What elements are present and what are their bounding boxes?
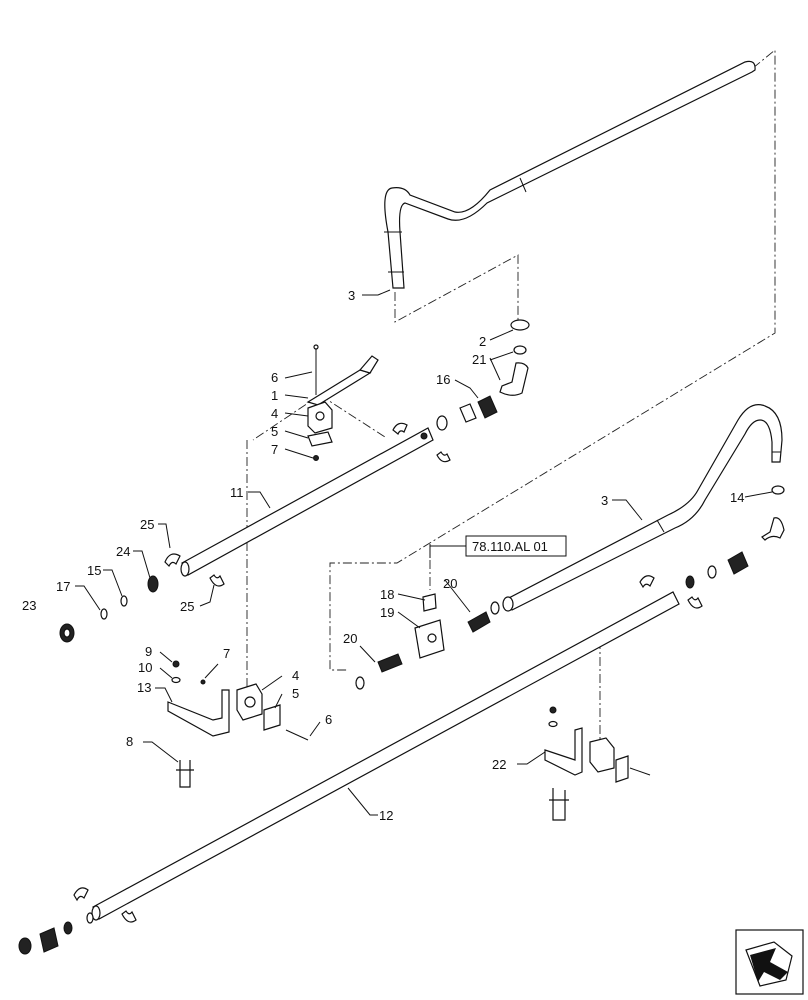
callout-18: 18 [380,587,394,602]
upper-hose [384,60,756,289]
right-end-fittings [639,485,785,609]
callout-7-lower: 7 [223,646,230,661]
callout-16: 16 [436,372,450,387]
callout-1: 1 [271,388,278,403]
callout-17: 17 [56,579,70,594]
callout-5-upper: 5 [271,424,278,439]
callout-9: 9 [145,644,152,659]
callout-21: 21 [472,352,486,367]
boom-tube-long [91,591,680,921]
callout-6-upper: 6 [271,370,278,385]
callout-23: 23 [22,598,36,613]
callout-24: 24 [116,544,130,559]
callout-4-lower: 4 [292,668,299,683]
lower-bracket-assembly [167,660,309,788]
callout-10: 10 [138,660,152,675]
cross-reference-label[interactable]: 78.110.AL 01 [472,539,548,554]
callout-11: 11 [230,485,244,500]
callout-22: 22 [492,757,506,772]
callout-12: 12 [379,808,393,823]
callout-2: 2 [479,334,486,349]
upper-hose-clips [392,422,451,463]
callout-20-left: 20 [343,631,357,646]
callout-20-right: 20 [443,576,457,591]
callout-5-lower: 5 [292,686,299,701]
callout-19: 19 [380,605,394,620]
mounting-bracket [306,344,379,406]
callout-25-upper: 25 [140,517,154,532]
next-page-arrow-icon[interactable] [735,929,804,995]
left-end-fittings-lower [18,887,137,955]
callout-numbers: 3 2 21 16 6 1 4 5 7 11 3 14 25 24 15 17 … [22,288,744,823]
right-hose [502,404,783,612]
cross-reference[interactable]: 78.110.AL 01 [430,535,567,557]
callout-6-lower: 6 [325,712,332,727]
callout-25-lower: 25 [180,599,194,614]
assembly-center-lines [246,49,776,740]
callout-3-upper: 3 [348,288,355,303]
callout-7-upper: 7 [271,442,278,457]
tee-fitting-assembly [355,593,500,690]
upper-fittings [436,319,530,431]
callout-4-upper: 4 [271,406,278,421]
lower-right-bracket-assembly [544,706,651,821]
callout-3-right: 3 [601,493,608,508]
boom-tube-short [180,427,434,577]
callout-15: 15 [87,563,101,578]
left-end-fittings-upper [59,553,225,643]
callout-8: 8 [126,734,133,749]
callout-13: 13 [137,680,151,695]
callout-leaders [75,289,773,816]
callout-14: 14 [730,490,744,505]
upper-clamp [307,401,333,461]
